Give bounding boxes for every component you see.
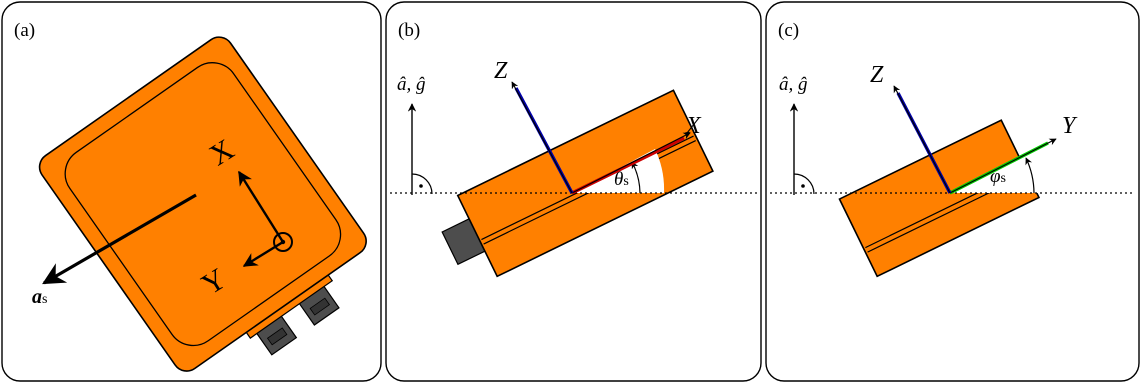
axis-z-out-symbol <box>273 232 293 252</box>
axis-x-arrow-a <box>237 170 285 243</box>
axis-y-arrow-a <box>242 240 284 268</box>
panel-a-tag: (a) <box>14 20 35 41</box>
panel-c: (c) â, ĝ φs Y Z <box>765 1 1140 382</box>
angle-theta-label: θs <box>614 169 629 190</box>
accel-label: as <box>32 286 47 308</box>
panel-b: (b) â, ĝ θs X Z <box>385 1 762 382</box>
accel-vector-as <box>42 193 197 285</box>
right-angle-marker-c <box>793 173 815 195</box>
axis-z-label-c: Z <box>870 62 884 88</box>
right-angle-marker-b <box>411 173 433 195</box>
sensor-body-side-b <box>441 89 714 278</box>
panel-a: (a) as X Y <box>1 1 382 382</box>
axis-y-label-c: Y <box>1062 113 1078 139</box>
panel-c-tag: (c) <box>778 20 799 41</box>
gravity-label-b: â, ĝ <box>397 74 426 95</box>
panel-b-tag: (b) <box>398 20 420 41</box>
sensor-body-top <box>38 36 367 372</box>
angle-phi-label: φs <box>990 166 1006 187</box>
gravity-label-c: â, ĝ <box>779 74 808 95</box>
axis-z-label-b: Z <box>494 58 508 84</box>
axis-x-label-b: X <box>685 113 702 139</box>
